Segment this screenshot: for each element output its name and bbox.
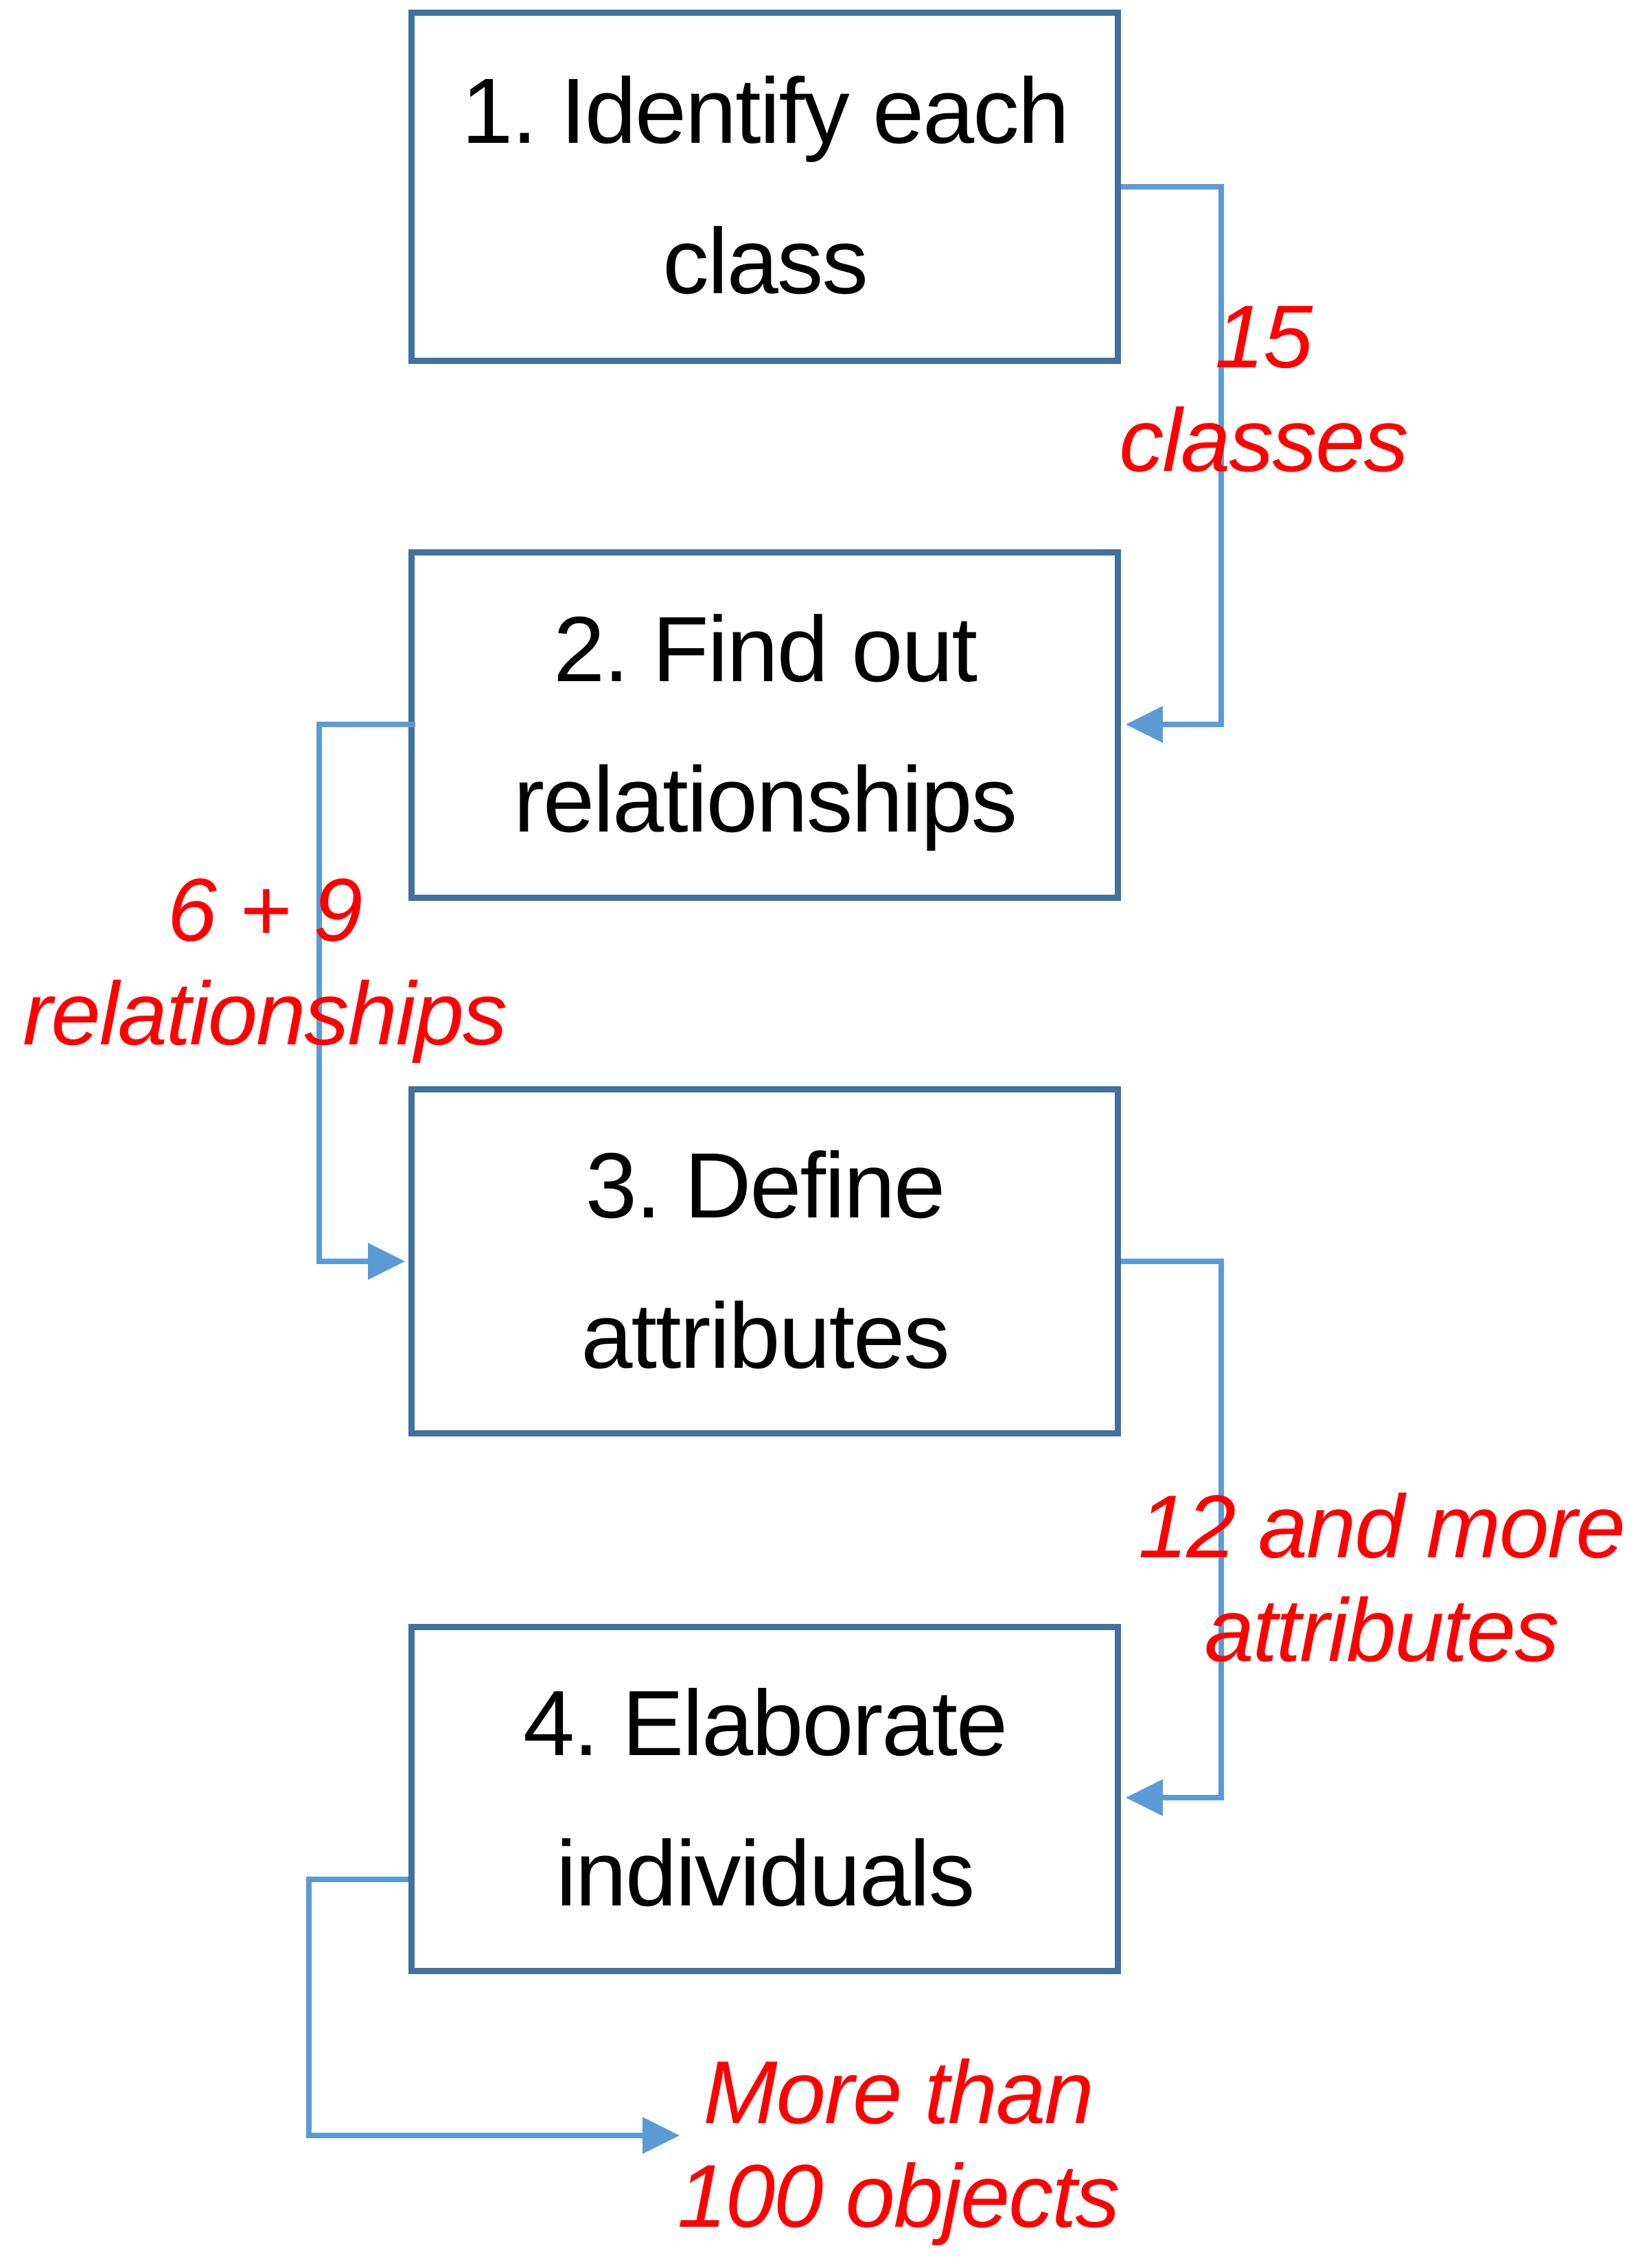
process-box-2-label: 2. Find out relationships [513, 575, 1017, 875]
connector-step4-output-line [306, 1877, 643, 2138]
connector-step1-to-step2 [1121, 184, 1224, 743]
box-label-line: 1. Identify each [461, 59, 1069, 163]
annotation-objects-count: More than 100 objects [603, 2041, 1193, 2248]
box-label-line: 4. Elaborate [523, 1671, 1008, 1776]
annotation-line: More than [703, 2042, 1094, 2142]
connector-step4-output [306, 1877, 680, 2154]
annotation-line: attributes [1204, 1579, 1560, 1680]
process-box-3-label: 3. Define attributes [581, 1111, 949, 1411]
process-box-elaborate-individuals: 4. Elaborate individuals [408, 1624, 1121, 1974]
box-label-line: individuals [555, 1822, 975, 1925]
box-label-line: 3. Define [585, 1134, 945, 1238]
box-label-line: class [662, 209, 868, 313]
connector-step3-to-step4 [1121, 1259, 1224, 1816]
connector-step1-to-step2-line [1121, 184, 1224, 727]
annotation-line: classes [1119, 389, 1408, 490]
annotation-line: 6 + 9 [167, 860, 363, 960]
connector-step4-output-arrowhead-icon [643, 2117, 680, 2154]
connector-step2-to-step3 [316, 722, 415, 1280]
process-box-find-out-relationships: 2. Find out relationships [408, 549, 1121, 901]
annotation-attributes-count: 12 and more attributes [1086, 1475, 1642, 1682]
process-box-1-label: 1. Identify each class [461, 36, 1069, 336]
connector-step2-to-step3-arrowhead-icon [368, 1243, 405, 1280]
annotation-line: 12 and more [1138, 1476, 1626, 1577]
connector-step3-to-step4-line [1121, 1259, 1224, 1800]
connector-step1-to-step2-arrowhead-icon [1126, 706, 1163, 743]
process-box-identify-each-class: 1. Identify each class [408, 10, 1121, 364]
connector-step3-to-step4-arrowhead-icon [1126, 1779, 1163, 1816]
process-box-define-attributes: 3. Define attributes [408, 1086, 1121, 1436]
process-box-4-label: 4. Elaborate individuals [523, 1649, 1008, 1949]
box-label-line: attributes [581, 1284, 949, 1388]
box-label-line: relationships [513, 748, 1017, 851]
annotation-relationships-count: 6 + 9 relationships [0, 858, 559, 1066]
connector-step2-to-step3-line [316, 722, 415, 1264]
annotation-classes-count: 15 classes [968, 285, 1558, 492]
annotation-line: relationships [23, 963, 507, 1064]
annotation-line: 15 [1214, 286, 1313, 387]
box-label-line: 2. Find out [553, 597, 978, 702]
annotation-line: 100 objects [677, 2145, 1120, 2246]
